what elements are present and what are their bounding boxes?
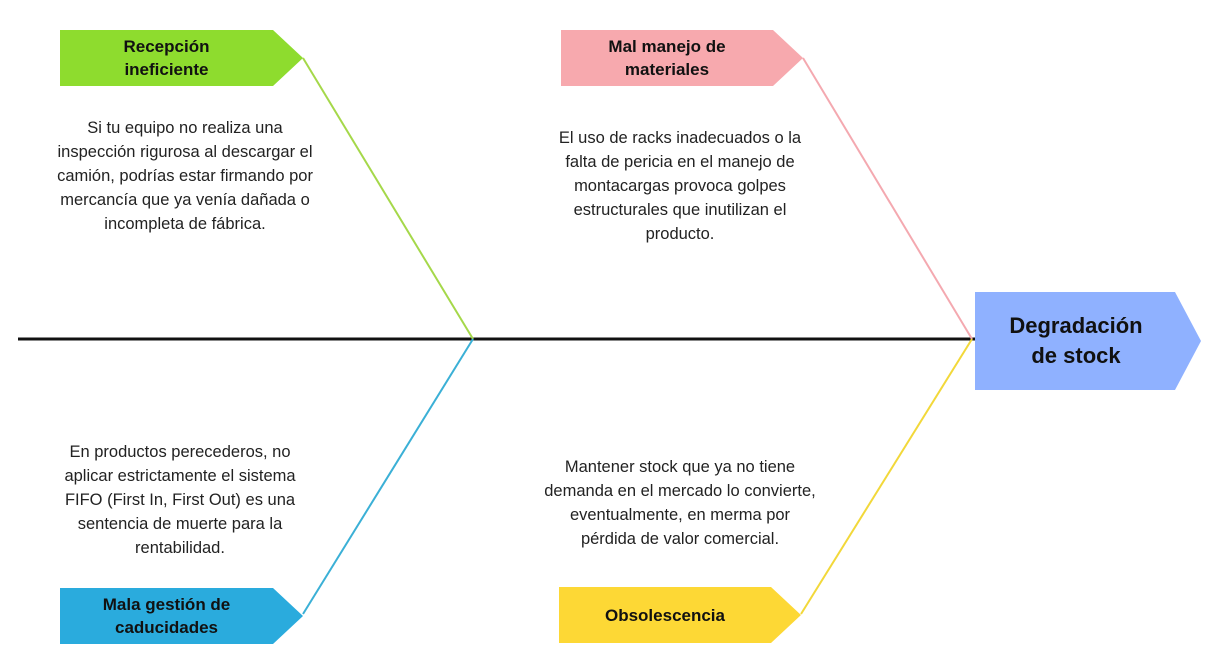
cause-label-line: Recepción [123, 37, 210, 56]
bone-line-mal-manejo [802, 57, 973, 340]
description-line: El uso de racks inadecuados o la [558, 129, 802, 147]
description-line: aplicar estrictamente el sistema [64, 467, 296, 485]
cause-tag-caducidades-text: Mala gestión de caducidades [103, 593, 231, 639]
cause-description-mal-manejo: El uso de racks inadecuados o la falta d… [525, 126, 835, 246]
description-line: demanda en el mercado lo convierte, [544, 482, 816, 500]
description-line: mercancía que ya venía dañada o [60, 191, 310, 209]
effect-head-text: Degradación de stock [1009, 311, 1142, 371]
cause-label-line: ineficiente [124, 60, 209, 79]
description-line: eventualmente, en merma por [569, 506, 791, 524]
cause-tag-recepcion: Recepción ineficiente [60, 30, 303, 86]
cause-tag-obsolescencia-text: Obsolescencia [605, 604, 725, 627]
cause-tag-obsolescencia: Obsolescencia [559, 587, 801, 643]
cause-description-obsolescencia: Mantener stock que ya no tiene demanda e… [505, 455, 855, 551]
cause-label-line: Mal manejo de [608, 37, 726, 56]
description-line: producto. [645, 225, 715, 243]
cause-tag-caducidades: Mala gestión de caducidades [60, 588, 303, 644]
description-line: sentencia de muerte para la [77, 515, 283, 533]
description-line: incompleta de fábrica. [104, 215, 266, 233]
cause-description-caducidades: En productos perecederos, no aplicar est… [25, 440, 335, 560]
description-line: montacargas provoca golpes [574, 177, 786, 195]
cause-label-line: materiales [624, 60, 710, 79]
description-line: Mantener stock que ya no tiene [564, 458, 796, 476]
description-line: Si tu equipo no realiza una [87, 119, 283, 137]
bone-line-caducidades [302, 338, 474, 615]
description-line: camión, podrías estar firmando por [57, 167, 313, 185]
description-line: rentabilidad. [135, 539, 225, 557]
effect-label-line: de stock [1031, 343, 1121, 368]
cause-description-recepcion: Si tu equipo no realiza una inspección r… [30, 116, 340, 236]
description-line: En productos perecederos, no [69, 443, 291, 461]
bone-line-recepcion [302, 57, 474, 340]
cause-tag-recepcion-text: Recepción ineficiente [124, 35, 210, 81]
cause-label-line: Obsolescencia [604, 605, 725, 625]
bone-line-obsolescencia [800, 338, 973, 615]
cause-tag-mal-manejo-text: Mal manejo de materiales [608, 35, 725, 81]
effect-head: Degradación de stock [975, 292, 1201, 390]
description-line: inspección rigurosa al descargar el [57, 143, 313, 161]
effect-label-line: Degradación [1009, 313, 1143, 338]
description-line: pérdida de valor comercial. [580, 530, 780, 548]
cause-label-line: Mala gestión de [102, 595, 231, 614]
description-line: FIFO (First In, First Out) es una [64, 491, 296, 509]
description-line: falta de pericia en el manejo de [565, 153, 795, 171]
description-line: estructurales que inutilizan el [573, 201, 787, 219]
cause-label-line: caducidades [115, 618, 218, 637]
cause-tag-mal-manejo: Mal manejo de materiales [561, 30, 803, 86]
